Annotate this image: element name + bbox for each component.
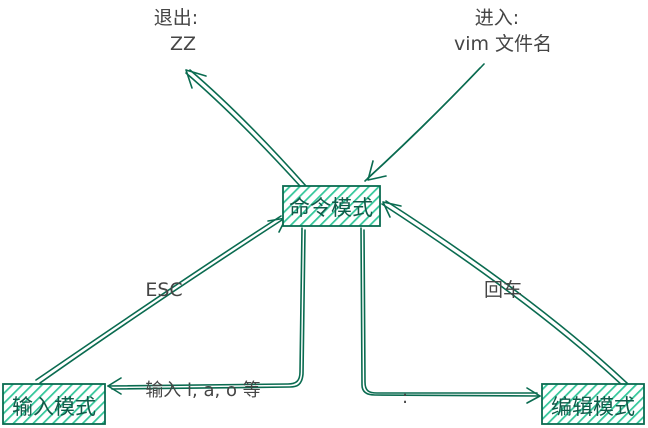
label-esc: ESC (145, 279, 182, 301)
label-input-keys: 输入 i, a, o 等 (145, 380, 260, 401)
edge-edit-to-command (381, 200, 629, 388)
node-input-mode: 输入模式 (2, 383, 106, 425)
node-edit-mode-label: 编辑模式 (551, 395, 635, 419)
node-input-mode-label: 输入模式 (12, 395, 96, 419)
enter-title: 进入: (475, 7, 519, 29)
node-edit-mode: 编辑模式 (541, 383, 645, 425)
edge-command-to-input (107, 227, 306, 395)
node-command-mode: 命令模式 (282, 185, 381, 227)
label-enter-key: 回车 (484, 279, 522, 301)
enter-command: vim 文件名 (454, 33, 552, 55)
label-colon: : (402, 387, 408, 408)
edge-command-to-edit (360, 227, 541, 404)
node-command-mode-label: 命令模式 (289, 196, 373, 220)
edge-enter-to-command (364, 63, 485, 182)
exit-command: ZZ (170, 33, 196, 55)
exit-title: 退出: (154, 7, 198, 29)
edge-command-to-exit (185, 69, 307, 187)
